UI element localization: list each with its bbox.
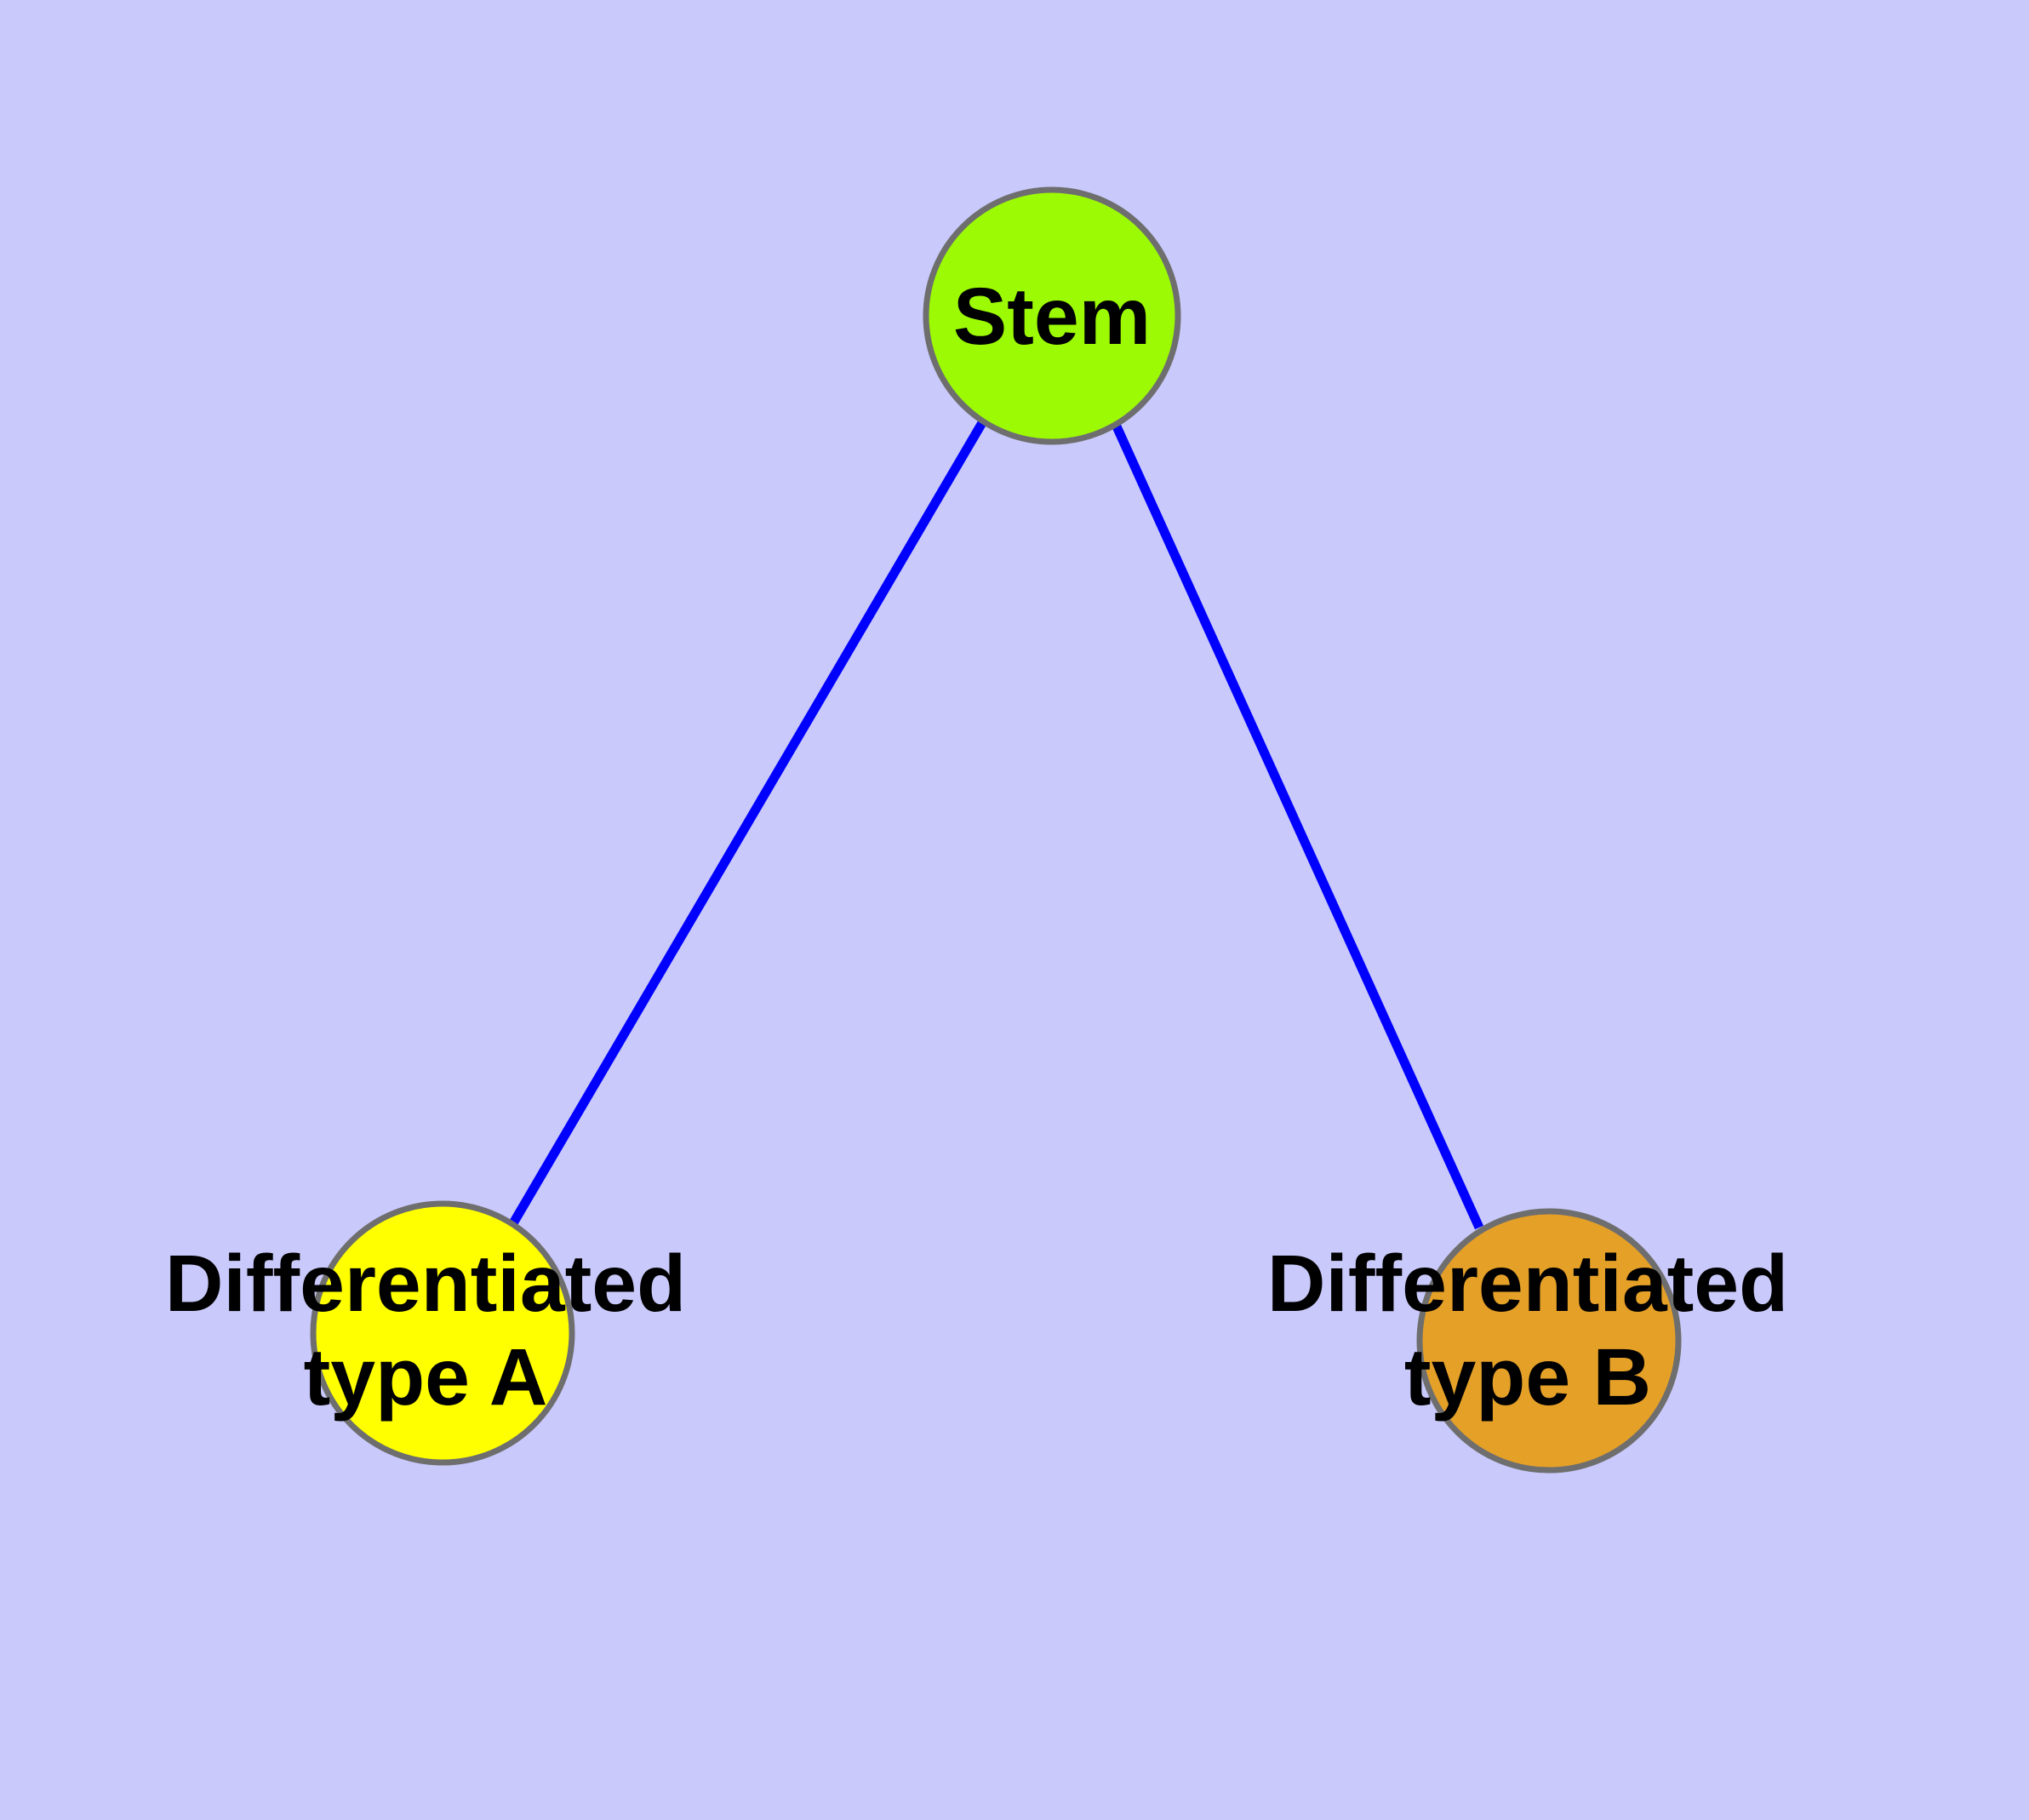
edge-stem-to-diff-a[interactable]: [509, 419, 987, 1226]
edges-group: [509, 419, 1484, 1230]
nodes-group: [310, 186, 1682, 1474]
edge-stem-to-diff-b[interactable]: [1112, 424, 1484, 1230]
node-label-line: type A: [304, 1332, 548, 1422]
node-diff-a[interactable]: [310, 1200, 575, 1466]
node-stem[interactable]: [923, 186, 1181, 445]
node-label-line: Differentiated: [165, 1239, 686, 1329]
node-label-line: Stem: [953, 272, 1151, 362]
node-label-line: type B: [1404, 1332, 1651, 1422]
node-label-line: Differentiated: [1267, 1239, 1788, 1329]
node-diff-b[interactable]: [1416, 1208, 1682, 1474]
node-label-stem: Stem: [953, 272, 1151, 362]
